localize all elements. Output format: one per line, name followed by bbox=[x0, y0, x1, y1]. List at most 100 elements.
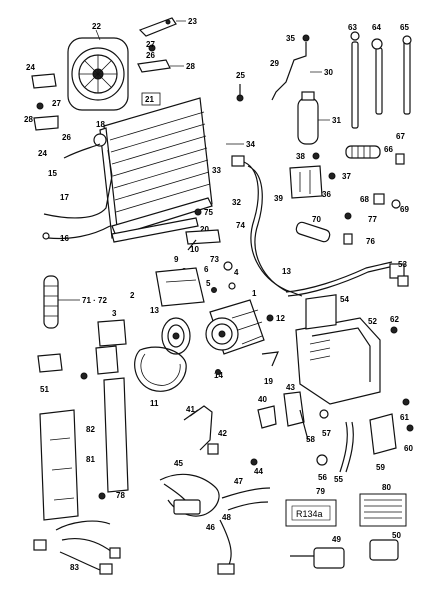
callout-5: 5 bbox=[206, 279, 211, 288]
callout-2: 2 bbox=[130, 291, 135, 300]
pipe-16 bbox=[47, 225, 111, 240]
callout-12: 12 bbox=[276, 314, 285, 323]
callout-81: 81 bbox=[86, 455, 95, 464]
callout-24b: 24 bbox=[38, 149, 47, 158]
callout-18: 18 bbox=[96, 120, 105, 129]
callout-27a: 27 bbox=[146, 40, 155, 49]
callout-50: 50 bbox=[392, 531, 401, 540]
bracket-top bbox=[138, 17, 177, 37]
condenser-fan bbox=[67, 37, 129, 111]
callout-54: 54 bbox=[340, 295, 349, 304]
callout-70: 70 bbox=[312, 215, 321, 224]
callout-67: 67 bbox=[396, 132, 405, 141]
duct-panel-81 bbox=[103, 377, 129, 493]
pipe-15 bbox=[63, 143, 101, 159]
callout-32: 32 bbox=[232, 198, 241, 207]
callout-16: 16 bbox=[60, 234, 69, 243]
callout-56: 56 bbox=[318, 473, 327, 482]
switch-51 bbox=[37, 353, 63, 373]
callout-80: 80 bbox=[382, 483, 391, 492]
relay-49 bbox=[290, 547, 345, 569]
seal-strip bbox=[111, 217, 199, 243]
bracket-right bbox=[137, 44, 171, 73]
callout-23: 23 bbox=[188, 17, 197, 26]
pipe-17 bbox=[43, 149, 113, 219]
callout-11: 11 bbox=[150, 399, 159, 408]
callout-33: 33 bbox=[212, 166, 221, 175]
callout-63: 63 bbox=[348, 23, 357, 32]
callout-21: 21 bbox=[145, 95, 154, 104]
callout-59: 59 bbox=[376, 463, 385, 472]
callout-45: 45 bbox=[174, 459, 183, 468]
clamp-74 bbox=[185, 229, 221, 245]
callout-27b: 27 bbox=[52, 99, 61, 108]
pipe-13 bbox=[285, 261, 393, 293]
callout-9: 9 bbox=[174, 255, 179, 264]
bolt-25 bbox=[236, 84, 244, 102]
callout-58: 58 bbox=[306, 435, 315, 444]
callout-31: 31 bbox=[332, 116, 341, 125]
connector-48 bbox=[219, 519, 232, 571]
callout-25: 25 bbox=[236, 71, 245, 80]
callout-30: 30 bbox=[324, 68, 333, 77]
callout-15: 15 bbox=[48, 169, 57, 178]
callout-38: 38 bbox=[296, 152, 305, 161]
callout-37: 37 bbox=[342, 172, 351, 181]
receiver-drier bbox=[297, 91, 319, 145]
callout-82: 82 bbox=[86, 425, 95, 434]
clip-19 bbox=[261, 351, 279, 367]
harness-47 bbox=[221, 487, 271, 511]
callout-49: 49 bbox=[332, 535, 341, 544]
callout-28a: 28 bbox=[186, 62, 195, 71]
callout-13b: 13 bbox=[282, 267, 291, 276]
callout-36: 36 bbox=[322, 190, 331, 199]
callout-75: 75 bbox=[204, 208, 213, 217]
callout-65: 65 bbox=[400, 23, 409, 32]
clutch-pulley bbox=[161, 317, 191, 355]
callout-52: 52 bbox=[368, 317, 377, 326]
callout-53: 53 bbox=[398, 260, 407, 269]
callout-43: 43 bbox=[286, 383, 295, 392]
callout-28b: 28 bbox=[24, 115, 33, 124]
duct-panel-82 bbox=[39, 409, 79, 521]
hose-66 bbox=[345, 145, 381, 159]
bracket-29 bbox=[271, 42, 307, 101]
callout-66: 66 bbox=[384, 145, 393, 154]
wiring-harness bbox=[159, 473, 220, 517]
module-50 bbox=[369, 539, 399, 561]
bracket-43 bbox=[283, 391, 305, 427]
bracket-left bbox=[31, 73, 59, 131]
bracket-36 bbox=[289, 165, 323, 199]
fitting-18 bbox=[93, 133, 107, 147]
callout-79: 79 bbox=[316, 487, 325, 496]
callout-51: 51 bbox=[40, 385, 49, 394]
callout-42: 42 bbox=[218, 429, 227, 438]
callout-10: 10 bbox=[190, 245, 199, 254]
callout-17: 17 bbox=[60, 193, 69, 202]
callout-46: 46 bbox=[206, 523, 215, 532]
drain-hose bbox=[339, 421, 348, 473]
hose-70 bbox=[295, 221, 331, 243]
callout-41: 41 bbox=[186, 405, 195, 414]
insulation-hose bbox=[43, 275, 59, 329]
callout-60: 60 bbox=[404, 444, 413, 453]
callout-61: 61 bbox=[400, 413, 409, 422]
callout-77: 77 bbox=[368, 215, 377, 224]
callout-40: 40 bbox=[258, 395, 267, 404]
compressor-bracket bbox=[155, 267, 205, 307]
callout-26: 26 bbox=[146, 51, 155, 60]
callout-39: 39 bbox=[274, 194, 283, 203]
fitting-33 bbox=[231, 155, 245, 167]
callout-13: 13 bbox=[150, 306, 159, 315]
warning-label bbox=[359, 493, 407, 527]
callout-6: 6 bbox=[204, 265, 209, 274]
callout-55: 55 bbox=[334, 475, 343, 484]
decal-text: R134a bbox=[296, 509, 323, 519]
callout-24a: 24 bbox=[26, 63, 35, 72]
callout-3: 3 bbox=[112, 309, 117, 318]
callout-4: 4 bbox=[234, 268, 239, 277]
callout-73: 73 bbox=[210, 255, 219, 264]
callout-64: 64 bbox=[372, 23, 381, 32]
switch-40 bbox=[257, 405, 277, 429]
callout-26b: 26 bbox=[62, 133, 71, 142]
